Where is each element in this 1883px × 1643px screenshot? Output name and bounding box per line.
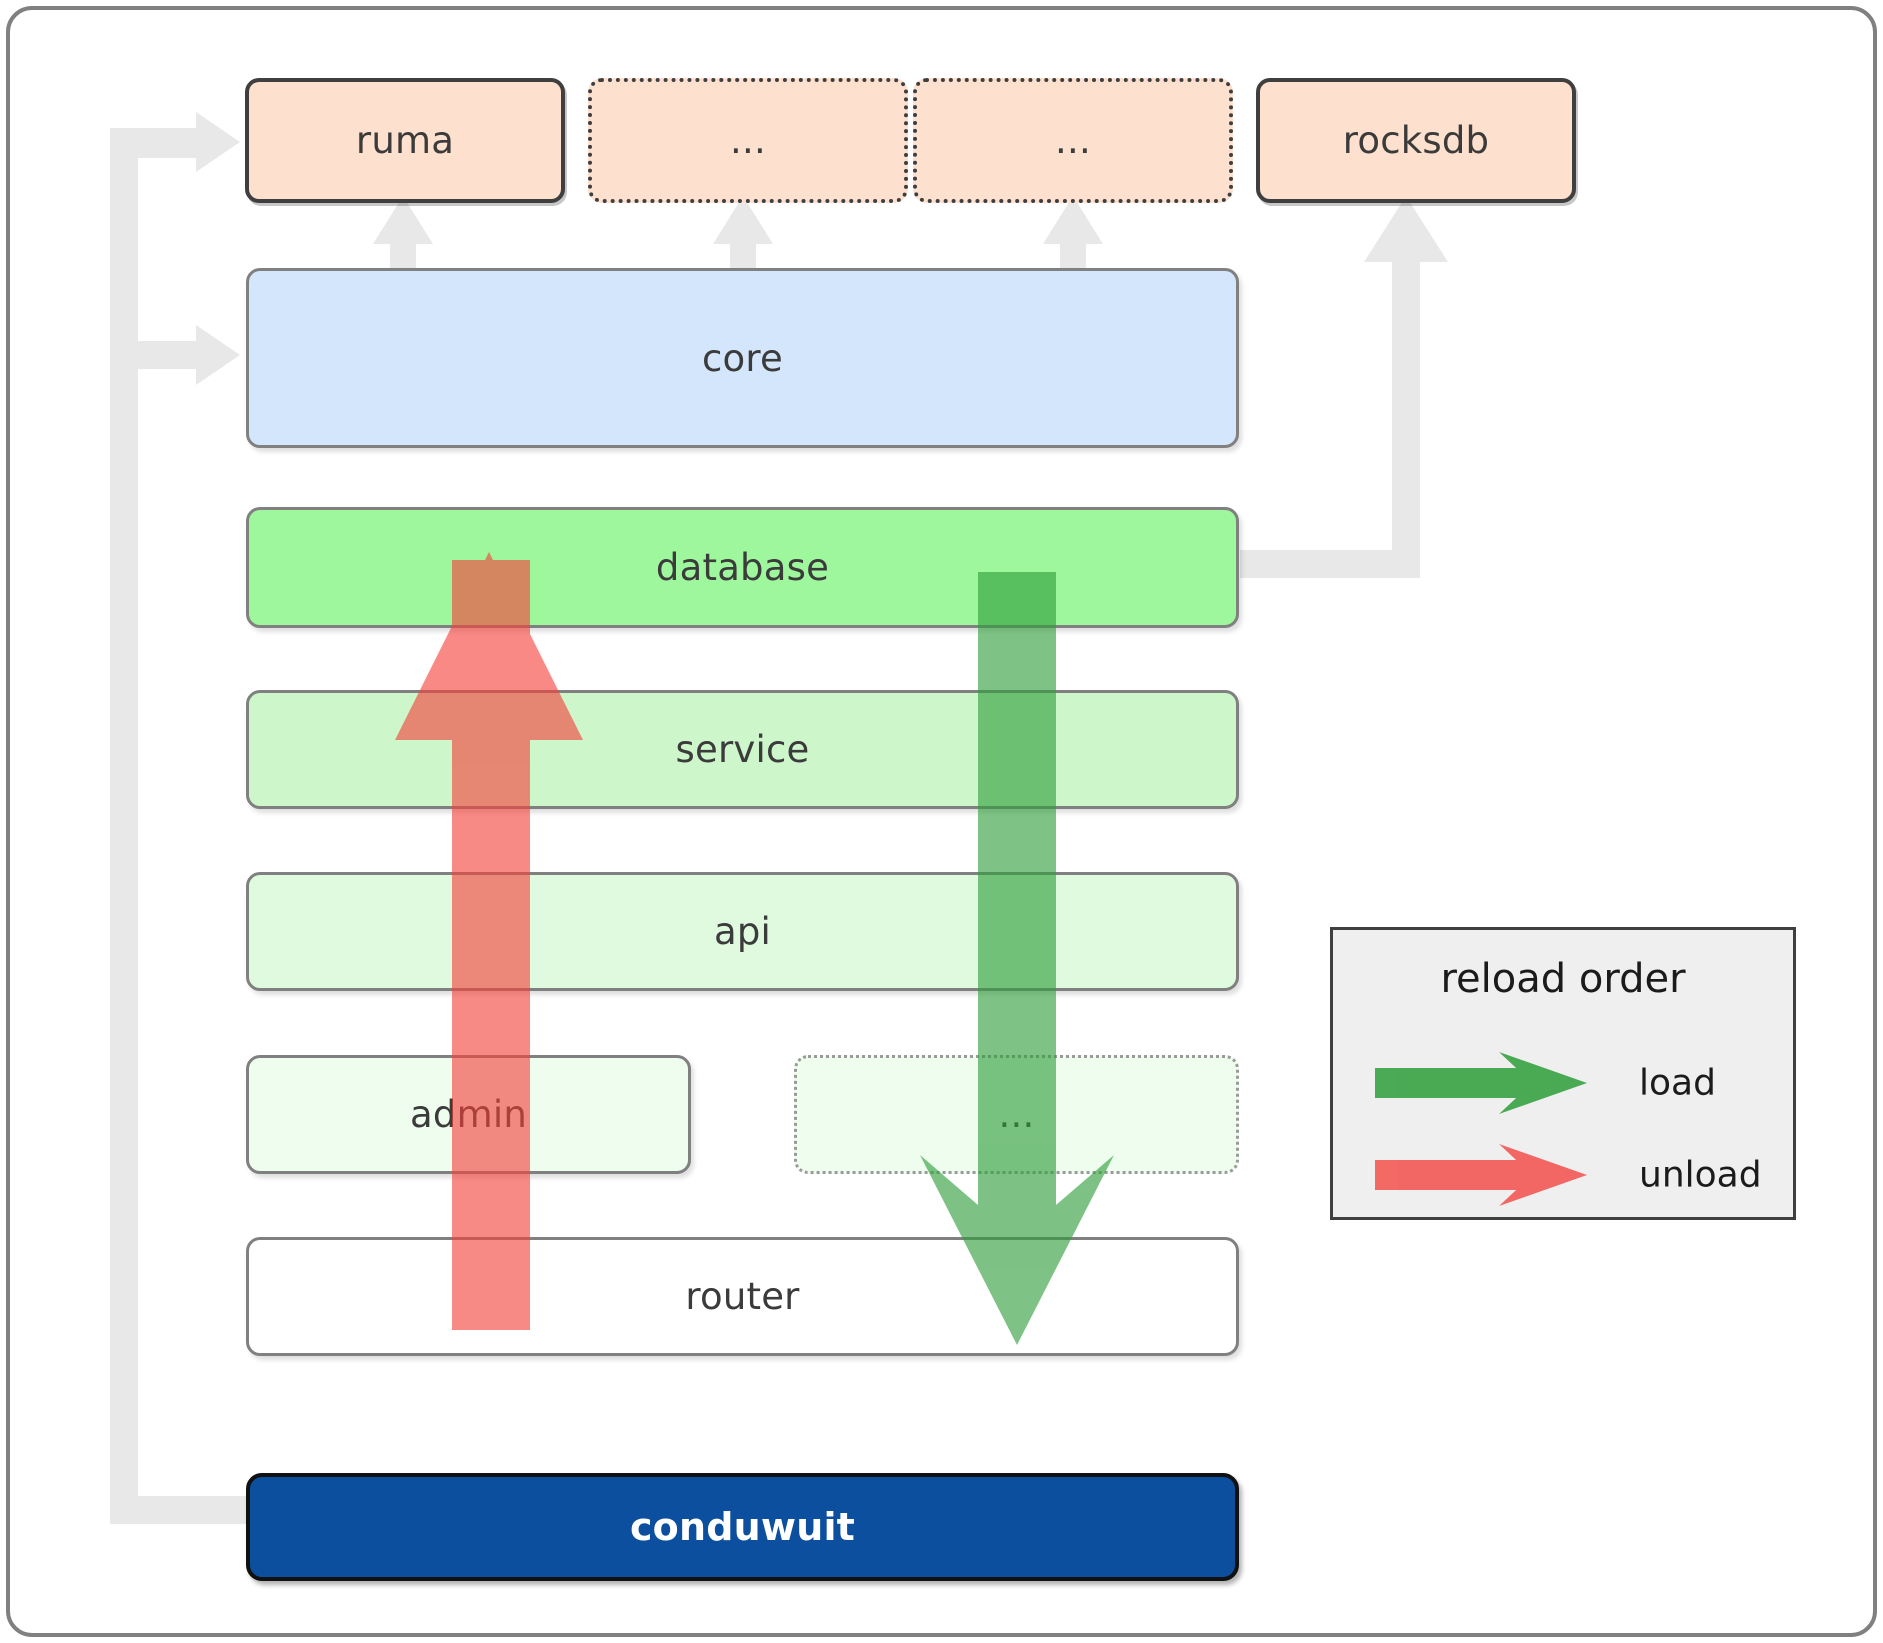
layer-box-core[interactable]: core [246,268,1239,448]
layer-label-router: router [685,1275,800,1318]
layer-label-service: service [675,728,810,771]
layer-label-database: database [655,546,830,589]
legend-row-unload: unload [1333,1132,1793,1218]
unload-arrow [395,552,583,1330]
dependency-label-rocksdb: rocksdb [1342,119,1490,162]
dependency-box-dots-2[interactable]: ... [913,78,1233,203]
legend-load-arrow-icon [1375,1052,1587,1114]
legend-label-unload: unload [1639,1154,1762,1196]
legend-panel: reload order load unload [1330,927,1796,1220]
legend-title: reload order [1440,956,1686,1002]
layer-box-database[interactable]: database [246,507,1239,628]
dependency-box-ruma[interactable]: ruma [245,78,565,203]
dependency-label-dots-2: ... [1055,119,1091,162]
layer-label-api: api [713,910,772,953]
legend-row-load: load [1333,1040,1793,1126]
legend-label-load: load [1639,1062,1716,1104]
binary-label-conduwuit: conduwuit [629,1505,856,1549]
dependency-box-dots-1[interactable]: ... [588,78,908,203]
dependency-label-ruma: ruma [355,119,455,162]
binary-box-conduwuit[interactable]: conduwuit [246,1473,1239,1581]
legend-unload-arrow-icon [1375,1144,1587,1206]
layer-label-core: core [702,336,783,380]
dependency-box-rocksdb[interactable]: rocksdb [1256,78,1576,203]
load-arrow [920,572,1114,1345]
layer-box-api[interactable]: api [246,872,1239,991]
dependency-label-dots-1: ... [730,119,766,162]
layer-box-router[interactable]: router [246,1237,1239,1356]
